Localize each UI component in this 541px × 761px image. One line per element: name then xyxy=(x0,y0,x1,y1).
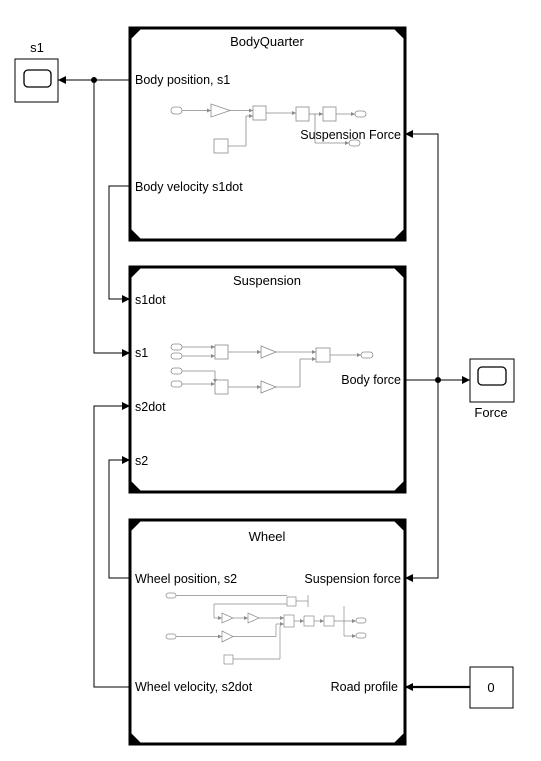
signal-s1-to-suspension xyxy=(93,80,130,357)
signal-force-to-bodyquarter xyxy=(405,130,439,380)
port-wheel-position: Wheel position, s2 xyxy=(135,572,237,586)
port-s2: s2 xyxy=(135,454,148,468)
signal-s2dot xyxy=(93,402,130,688)
scope-force[interactable]: Force xyxy=(469,358,515,420)
signal-lines xyxy=(58,76,470,688)
signal-s2 xyxy=(108,456,130,579)
wheel-preview xyxy=(165,592,367,665)
bodyquarter-title: BodyQuarter xyxy=(230,34,304,49)
signal-force-to-wheel xyxy=(405,380,439,582)
bodyquarter-preview xyxy=(170,103,367,154)
constant-value: 0 xyxy=(487,680,494,695)
port-body-velocity: Body velocity s1dot xyxy=(135,180,243,194)
bodyquarter-block[interactable]: BodyQuarter Body position, s1 Body veloc… xyxy=(128,26,407,242)
port-s1: s1 xyxy=(135,346,148,360)
suspension-preview xyxy=(170,343,374,395)
scope-icon xyxy=(23,69,52,88)
port-body-force: Body force xyxy=(341,373,401,387)
port-suspension-force-out: Suspension force xyxy=(304,572,401,586)
port-road-profile: Road profile xyxy=(331,680,398,694)
wheel-title: Wheel xyxy=(249,529,286,544)
branch-point xyxy=(91,77,97,83)
port-suspension-force-in: Suspension Force xyxy=(300,128,401,142)
port-wheel-velocity: Wheel velocity, s2dot xyxy=(135,680,253,694)
scope-force-label: Force xyxy=(474,405,507,420)
signal-s1dot xyxy=(108,185,130,303)
scope-s1-label: s1 xyxy=(30,40,44,55)
port-s1dot: s1dot xyxy=(135,293,166,307)
scope-s1[interactable]: s1 xyxy=(14,40,59,103)
suspension-title: Suspension xyxy=(233,273,301,288)
wheel-block[interactable]: Wheel Wheel position, s2 Wheel velocity,… xyxy=(128,518,407,746)
port-s2dot: s2dot xyxy=(135,400,166,414)
constant-block[interactable]: 0 xyxy=(469,666,514,709)
scope-icon xyxy=(477,366,507,386)
port-body-position: Body position, s1 xyxy=(135,73,230,87)
suspension-block[interactable]: Suspension s1dot s1 s2dot s2 Body force xyxy=(128,265,407,494)
